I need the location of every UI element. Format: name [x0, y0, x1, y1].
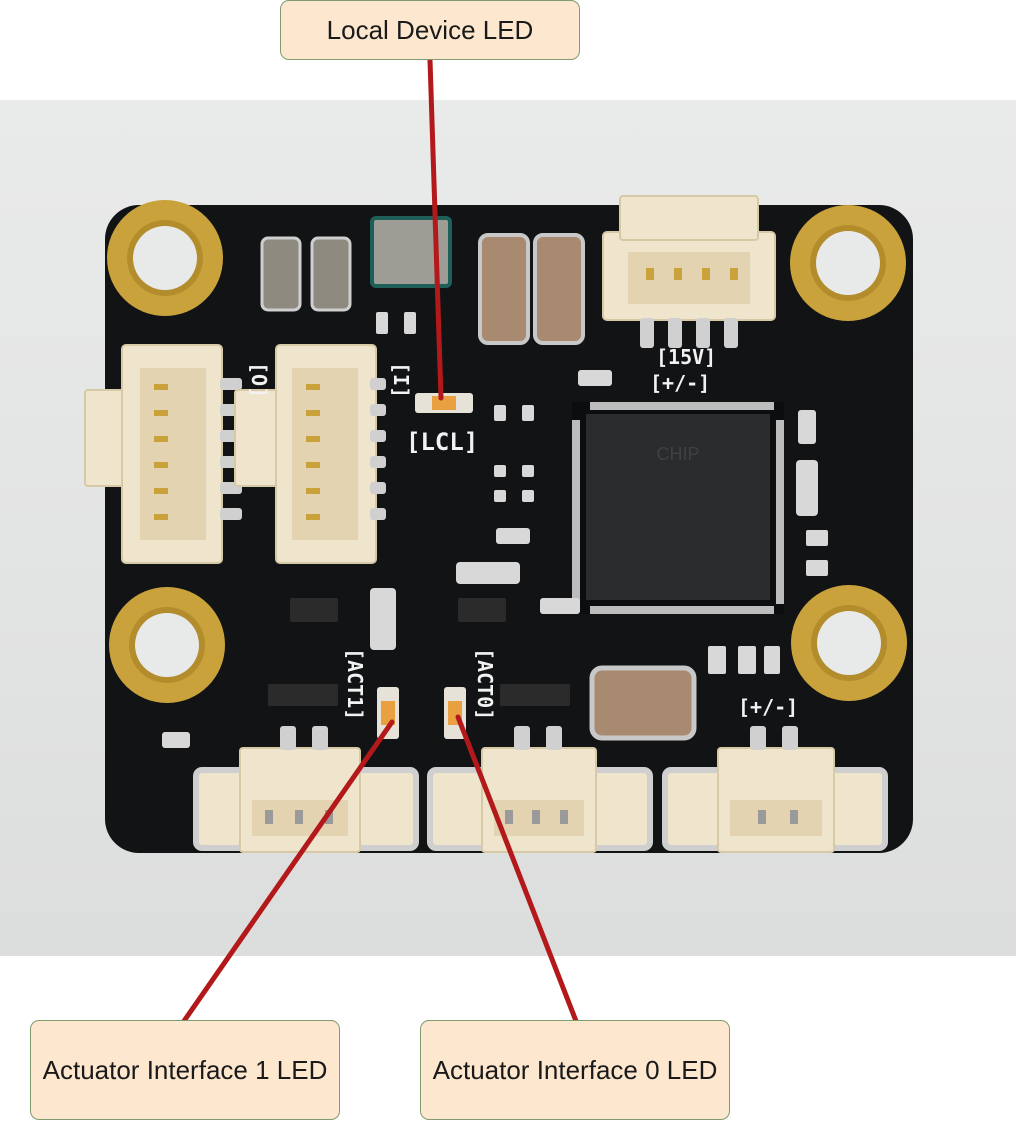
silk-label-act0: [ACT0] — [473, 648, 497, 720]
capacitor — [478, 233, 530, 345]
silk-label-lcl: [LCL] — [406, 428, 478, 456]
led-act1 — [377, 687, 399, 739]
mounting-hole-bottom-right — [791, 585, 907, 701]
mounting-hole-bottom-left — [109, 587, 225, 703]
leader-line-act0 — [455, 714, 579, 1024]
power-connector-15v — [602, 195, 776, 348]
connector-i — [234, 344, 386, 564]
leader-line-local — [427, 57, 444, 401]
capacitor — [310, 236, 352, 312]
callout-local-device-led: Local Device LED — [280, 0, 580, 60]
silk-label-i: [I] — [389, 362, 413, 398]
callout-actuator-interface-0-led: Actuator Interface 0 LED — [420, 1020, 730, 1120]
actuator-connector-1 — [193, 726, 419, 853]
silk-label-15v: [15V] — [656, 345, 716, 369]
capacitor — [533, 233, 585, 345]
power-connector-bottom — [662, 726, 888, 853]
inductor — [370, 216, 452, 288]
silk-label-pm-top: [+/-] — [650, 371, 710, 395]
leader-line-act1 — [181, 719, 395, 1024]
svg-text:CHIP: CHIP — [656, 444, 699, 464]
capacitor — [589, 665, 697, 741]
connector-o — [84, 344, 242, 564]
led-lcl — [415, 393, 473, 413]
silk-label-o: [O] — [247, 362, 271, 398]
silk-label-pm-bottom: [+/-] — [738, 695, 798, 719]
capacitor — [260, 236, 302, 312]
mounting-hole-top-right — [790, 205, 906, 321]
silk-label-act1: [ACT1] — [343, 648, 367, 720]
callout-actuator-interface-1-led: Actuator Interface 1 LED — [30, 1020, 340, 1120]
mounting-hole-top-left — [107, 200, 223, 316]
microcontroller-chip: CHIP — [572, 402, 784, 614]
